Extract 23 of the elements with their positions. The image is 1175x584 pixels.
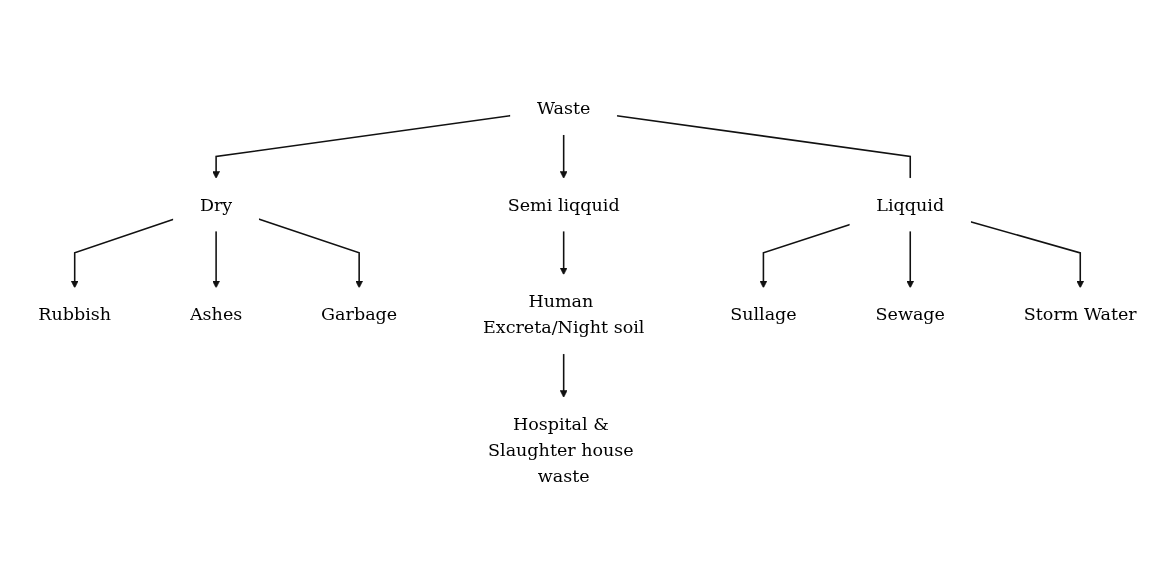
node-text: Human Excreta/Night soil [482,290,645,338]
arrow [559,352,568,398]
arrow [759,223,851,288]
node-text: Semi liqquid [507,193,620,215]
arrow [212,229,220,288]
node-text: Garbage [321,303,398,325]
node-text: Storm Water [1023,303,1137,325]
node-text: Liqquid [876,193,945,215]
arrow [212,114,512,179]
node-text: Ashes [189,303,243,325]
arrow [559,133,568,179]
node-text: Sullage [730,303,797,325]
node-text: Sewage [875,303,945,325]
arrow [969,220,1085,288]
arrow [257,217,363,288]
node-text: Dry [199,193,233,215]
arrow [906,229,915,288]
node-text: Rubbish [38,303,112,325]
node-text: Hospital & Slaughter house waste [488,412,634,487]
arrow [70,218,175,288]
arrow [559,229,568,275]
connector [615,114,912,179]
node-text: Waste [537,97,591,119]
